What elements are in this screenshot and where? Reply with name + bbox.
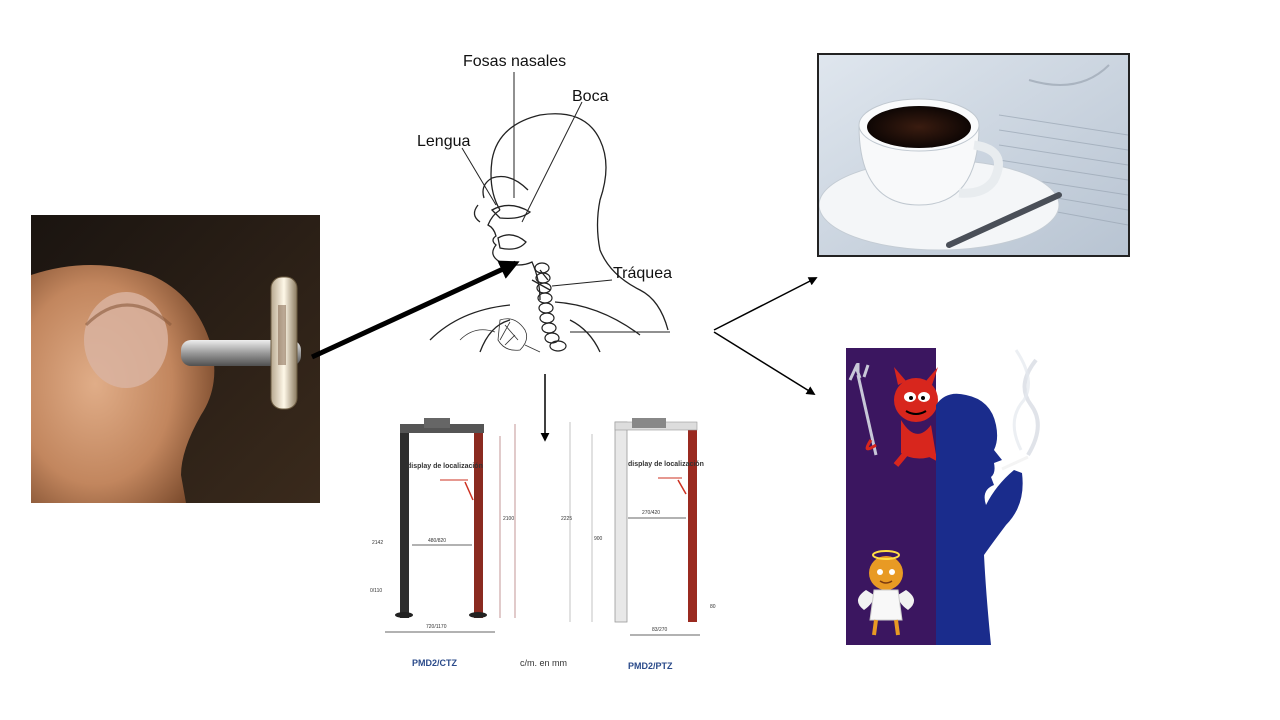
units-label: c/m. en mm [520,658,567,668]
arrow-capsule-to-mouth [310,260,520,360]
right-height-dim: 2225 [561,516,572,522]
capsule-icon [31,215,320,503]
left-depth-dim: 0/110 [370,588,382,594]
right-width-dim: 270/420 [642,510,660,516]
left-base-dim: 720/1170 [426,624,447,630]
capsule-photo [31,215,320,503]
coffee-cup-icon [819,55,1128,255]
right-depth-dim: 80 [710,604,716,610]
respiratory-diagram: Fosas nasales Boca Lengua Tráquea [400,40,700,360]
smoker-silhouette-icon [936,349,1040,645]
label-tongue: Lengua [417,133,470,150]
left-model-label: PMD2/CTZ [412,658,458,668]
right-model-label: PMD2/PTZ [628,661,673,671]
devil-smoker-image [846,345,1046,645]
label-mouth: Boca [572,88,609,105]
detector-diagram: display de localización 480/820 2100 214… [360,410,740,680]
left-side-dim: 2142 [372,540,383,546]
detector-right [569,418,700,636]
coffee-photo [817,53,1130,257]
left-display-label: display de localización [407,463,483,470]
left-width-dim: 480/820 [428,538,446,544]
arrow-to-smoker [713,331,816,395]
left-height-dim: 2100 [503,516,514,522]
label-nasal: Fosas nasales [463,53,566,70]
devil-angel-icon [846,348,943,645]
right-side-dim: 900 [594,536,603,542]
right-base-dim: 83/270 [652,627,668,633]
arrow-to-coffee [713,277,818,331]
detector-left [385,418,516,633]
label-trachea: Tráquea [613,265,672,282]
right-display-label: display de localización [628,461,704,468]
